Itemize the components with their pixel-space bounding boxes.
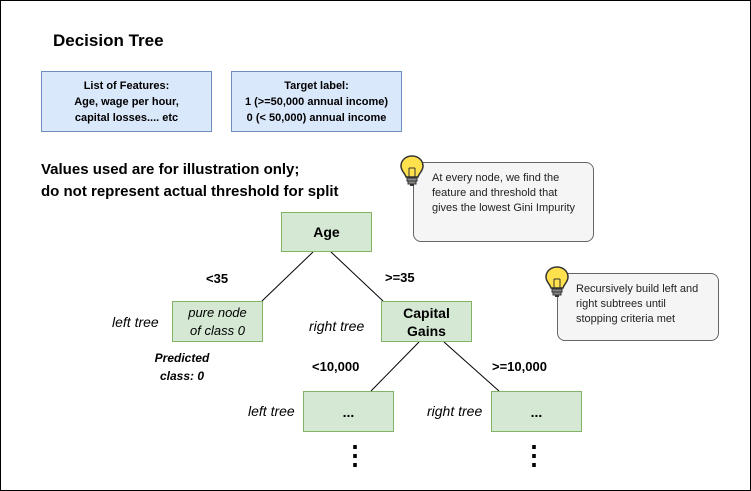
note-gini: At every node, we find the feature and t… [413,162,594,242]
target-line: 1 (>=50,000 annual income) [244,95,389,108]
edge-label-cg-left: <10,000 [312,359,360,374]
edge-label-age-right: >=35 [385,270,415,285]
node-age: Age [281,212,372,252]
side-label-left-tree: left tree [248,403,295,419]
features-line: capital losses.... etc [74,111,179,124]
node-line: Capital [403,304,450,321]
target-line: Target label: [284,79,349,92]
side-label-left-tree: left tree [112,314,159,330]
continuation-dots: ⋮ [521,440,547,470]
edge-label-age-left: <35 [206,271,229,286]
disclaimer-text: Values used are for illustration only; d… [41,159,339,203]
node-line: pure node [188,304,247,320]
node-pure-class-0: pure node of class 0 [172,301,263,342]
side-label-right-tree: right tree [309,318,365,334]
node-line: Gains [407,322,446,339]
predicted-line: class: 0 [159,369,205,383]
edge-age-left [261,251,314,302]
side-label-right-tree: right tree [427,403,483,419]
node-capital-gains: Capital Gains [381,301,472,342]
lightbulb-icon [400,155,424,186]
edge-age-right [330,251,384,302]
features-box: List of Features: Age, wage per hour, ca… [41,71,212,132]
features-line: Age, wage per hour, [74,95,179,108]
disclaimer-line: do not represent actual threshold for sp… [41,183,339,200]
node-right-subtree: ... [491,391,582,432]
continuation-dots: ⋮ [342,440,368,470]
edge-cg-right [443,341,500,392]
node-line: of class 0 [190,322,245,338]
predicted-line: Predicted [154,351,210,365]
target-label-box: Target label: 1 (>=50,000 annual income)… [231,71,402,132]
diagram-title: Decision Tree [53,31,164,50]
edge-label-cg-right: >=10,000 [492,359,547,374]
target-line: 0 (< 50,000) annual income [246,111,387,124]
lightbulb-icon [545,266,569,297]
note-recursion: Recursively build left and right subtree… [557,273,719,341]
features-line: List of Features: [83,79,170,92]
disclaimer-line: Values used are for illustration only; [41,161,300,178]
predicted-class-label: Predicted class: 0 [137,349,227,385]
edge-cg-left [370,341,420,392]
node-left-subtree: ... [303,391,394,432]
